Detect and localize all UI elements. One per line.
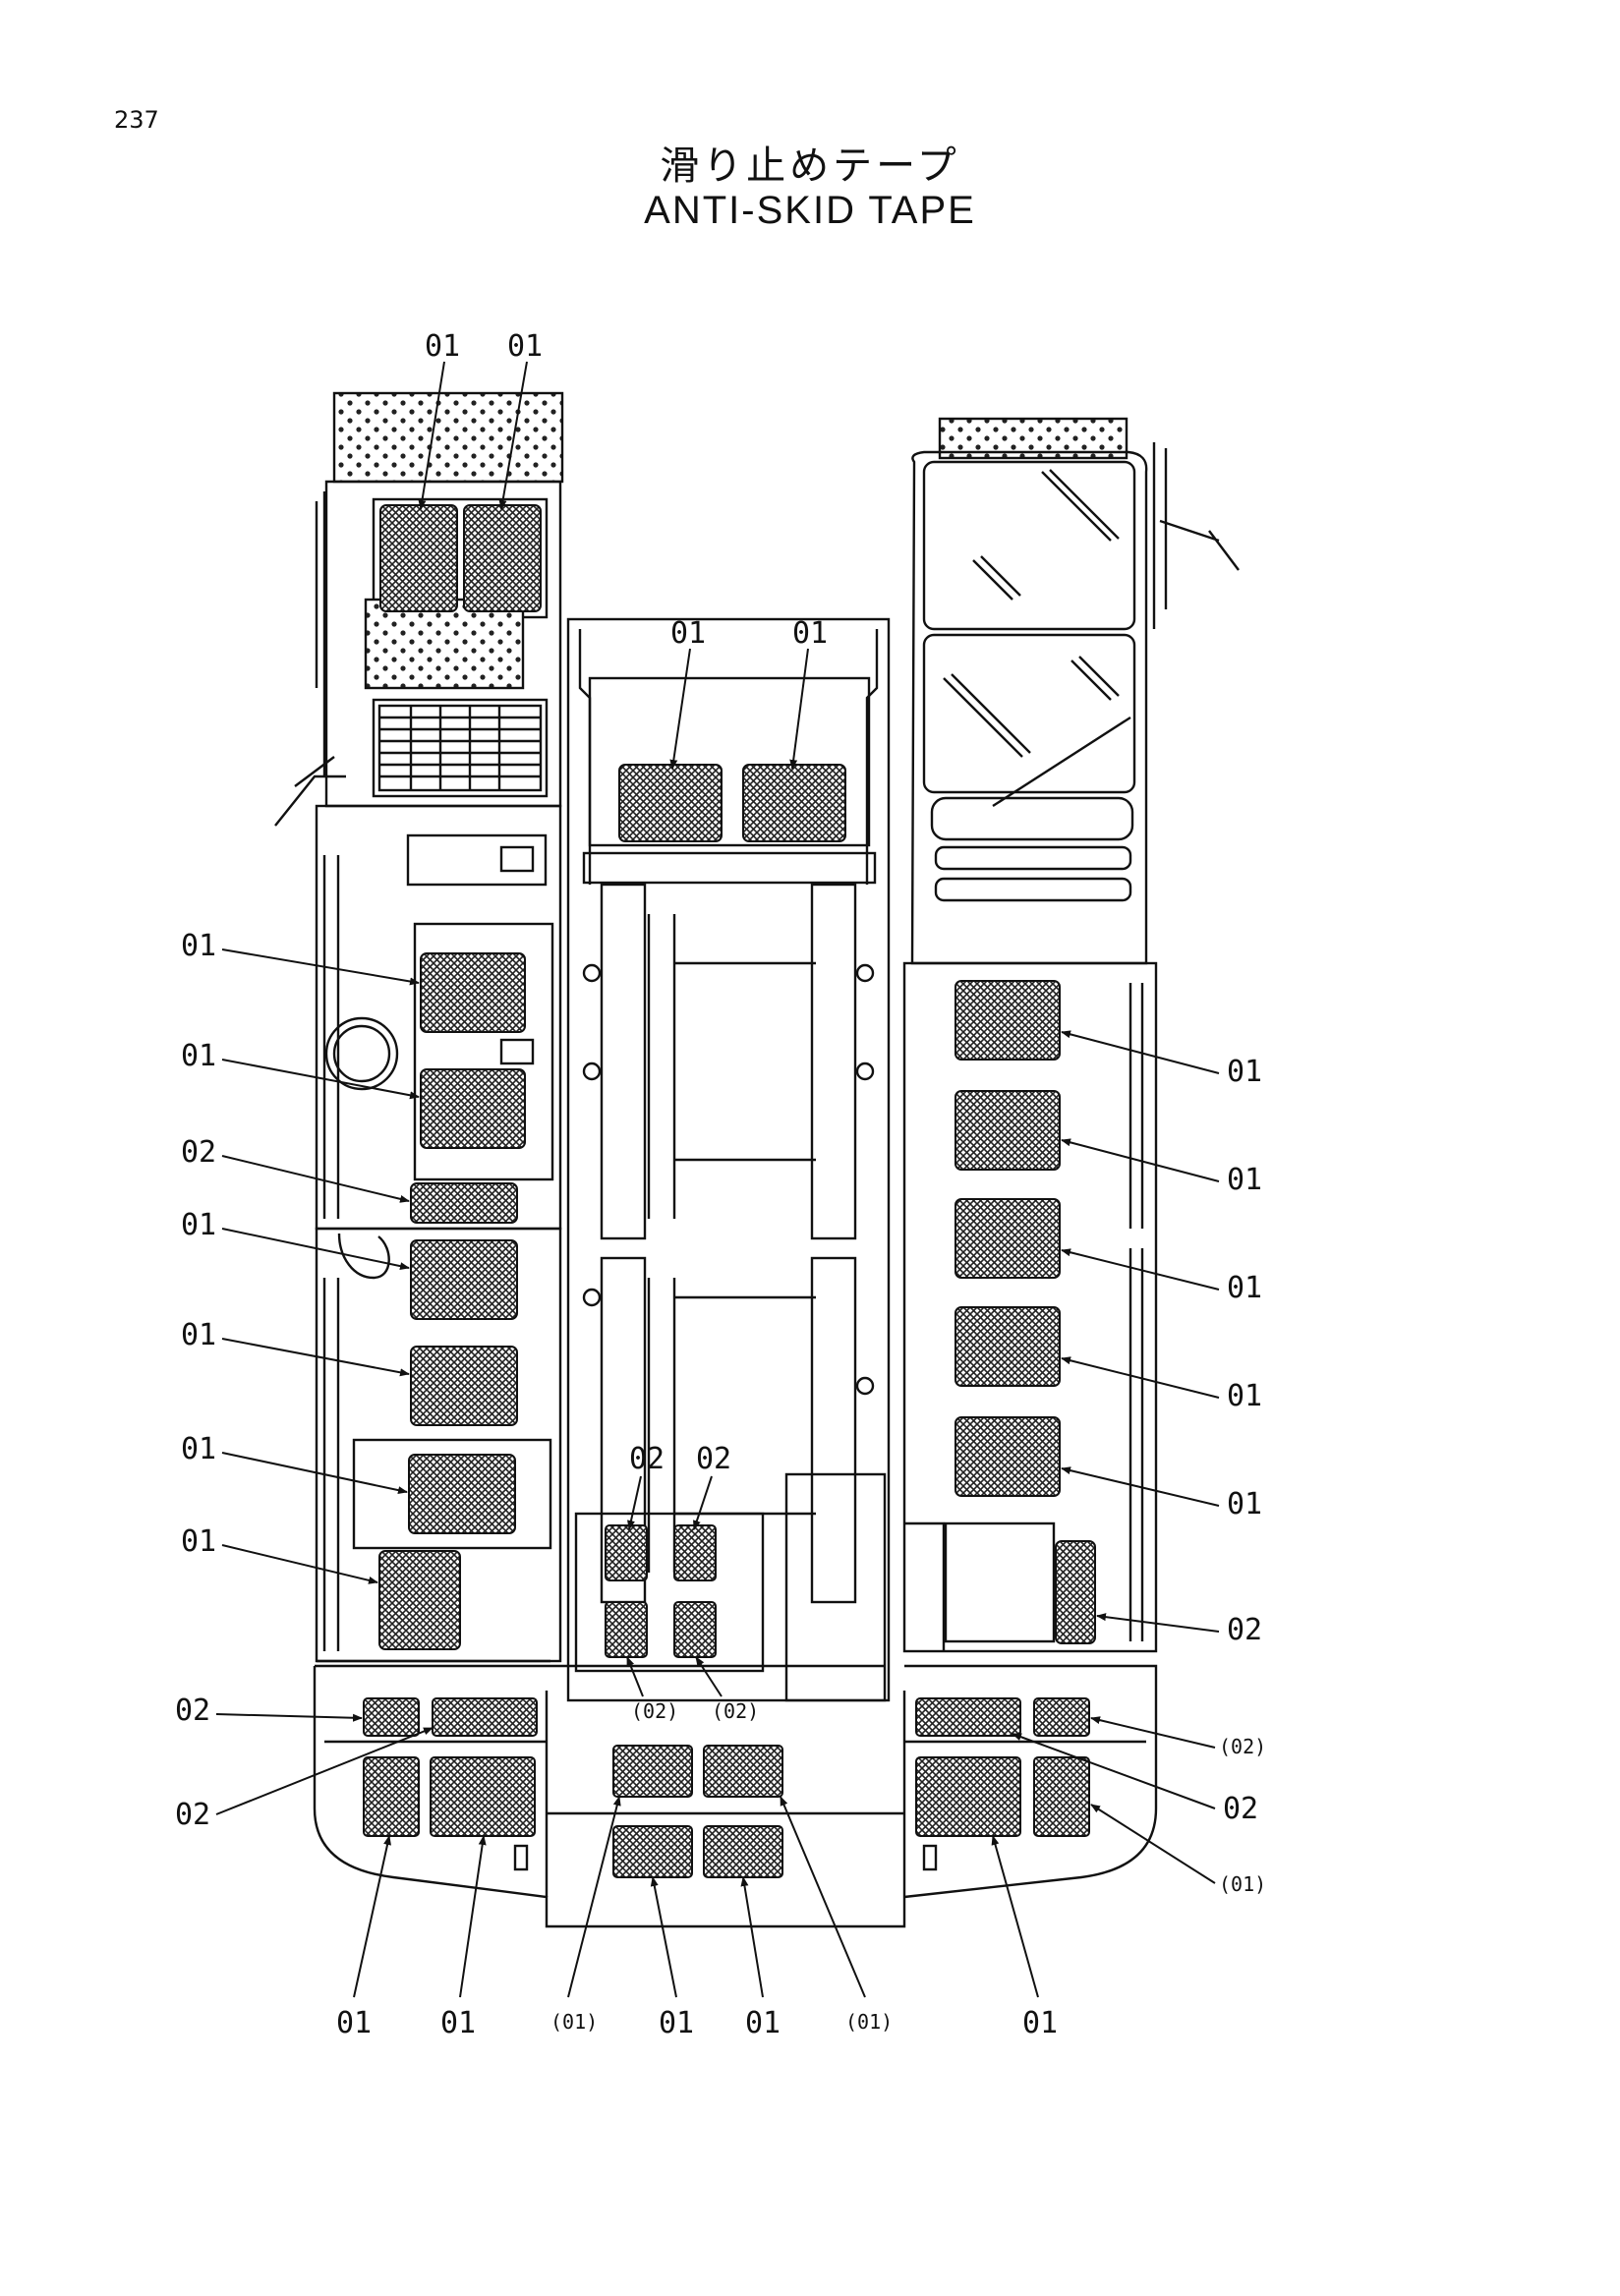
label-left-1: 01 (181, 929, 216, 963)
tape-pad (378, 1550, 461, 1650)
step-dotted-left-mid (364, 598, 525, 690)
tape-pad (420, 1068, 526, 1149)
tape-pad (430, 1756, 536, 1837)
tape-pad (955, 1198, 1061, 1279)
label-left-6: 01 (181, 1432, 216, 1466)
label-center-top-a: 01 (670, 616, 706, 651)
label-left-9: 02 (175, 1798, 210, 1832)
label-right-6: 02 (1227, 1613, 1262, 1647)
tape-pad (605, 1601, 648, 1658)
tape-pad (703, 1825, 783, 1878)
label-right-3: 01 (1227, 1271, 1262, 1305)
label-top-left-a: 01 (425, 329, 460, 364)
tape-pad (410, 1239, 518, 1320)
callout-labels: 01 01 01 01 01 01 02 01 01 01 01 02 02 0… (175, 329, 1266, 2040)
tape-pad (955, 1306, 1061, 1387)
tape-pad (463, 504, 542, 612)
label-bottom-7: 01 (1022, 2006, 1058, 2040)
tape-pad (432, 1697, 538, 1737)
leader-lines (215, 361, 1220, 1998)
tape-pad (955, 1090, 1061, 1171)
label-right-1: 01 (1227, 1055, 1262, 1089)
label-top-left-b: 01 (507, 329, 543, 364)
label-bottom-2: 01 (440, 2006, 476, 2040)
label-right-8: 02 (1223, 1792, 1258, 1826)
tape-pad (605, 1524, 648, 1581)
label-left-8: 02 (175, 1693, 210, 1728)
label-right-9: (01) (1219, 1872, 1266, 1896)
label-left-4: 01 (181, 1208, 216, 1242)
label-left-7: 01 (181, 1524, 216, 1559)
tape-pad (915, 1697, 1021, 1737)
tape-pad (673, 1601, 717, 1658)
label-bottom-6: (01) (845, 2010, 893, 2034)
label-right-2: 01 (1227, 1163, 1262, 1197)
tape-pad (955, 980, 1061, 1061)
label-bottom-3: (01) (550, 2010, 598, 2034)
tape-pad (363, 1697, 420, 1737)
title-japanese: 滑り止めテープ (660, 144, 960, 189)
label-bottom-4: 01 (659, 2006, 694, 2040)
tape-pad (915, 1756, 1021, 1837)
tape-pad (612, 1825, 693, 1878)
tape-pad (955, 1416, 1061, 1497)
tape-pad (1033, 1697, 1090, 1737)
label-bottom-1: 01 (336, 2006, 372, 2040)
tape-pad (363, 1756, 420, 1837)
tape-pad (408, 1454, 516, 1534)
page-number: 237 (114, 106, 159, 134)
tape-pad (1055, 1540, 1096, 1644)
tape-pad (618, 764, 723, 842)
label-right-4: 01 (1227, 1379, 1262, 1413)
label-bottom-5: 01 (745, 2006, 781, 2040)
label-left-2: 01 (181, 1039, 216, 1073)
tape-pad (703, 1745, 783, 1798)
tape-pads (363, 504, 1096, 1878)
tape-pad (673, 1524, 717, 1581)
grille (377, 704, 543, 792)
label-center-top-b: 01 (792, 616, 828, 651)
label-left-5: 01 (181, 1318, 216, 1352)
tape-pad (420, 952, 526, 1033)
tape-pad (410, 1182, 518, 1224)
tape-pad (1033, 1756, 1090, 1837)
label-left-3: 02 (181, 1135, 216, 1170)
machine-outline (274, 391, 1240, 1928)
label-center-p02-b: (02) (712, 1699, 759, 1723)
tape-pad (379, 504, 458, 612)
title-english: ANTI-SKID TAPE (644, 189, 976, 232)
label-right-7: (02) (1219, 1735, 1266, 1758)
label-center-p02-a: (02) (631, 1699, 678, 1723)
step-dotted-left (332, 391, 564, 484)
label-right-5: 01 (1227, 1487, 1262, 1521)
tape-pad (612, 1745, 693, 1798)
label-center-02-a: 02 (629, 1442, 665, 1476)
tape-pad (410, 1346, 518, 1426)
label-center-02-b: 02 (696, 1442, 731, 1476)
tape-pad (742, 764, 846, 842)
